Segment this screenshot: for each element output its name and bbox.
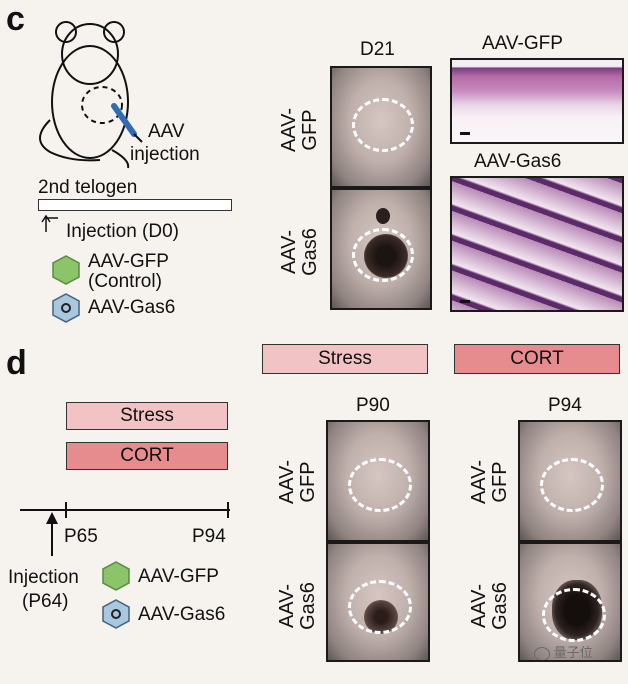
panel-c-letter: c (6, 0, 25, 38)
d-row-label-gfp-right: AAV- GFP (468, 447, 513, 517)
photo-d21-gfp (330, 66, 432, 188)
gfp-hexagon-icon (102, 561, 130, 591)
col-header-cort: CORT (454, 344, 620, 374)
timeline-axis (20, 502, 230, 556)
d-row-gas6-line1: AAV- (468, 583, 490, 629)
gfp-hexagon-icon (52, 255, 80, 285)
d-row-gas6-line2: Gas6 (489, 582, 511, 630)
injection-site-circle (540, 458, 604, 512)
injection-site-circle (542, 588, 606, 642)
injection-label-line1: Injection (8, 567, 79, 588)
col-header-cort-label: CORT (510, 348, 564, 369)
d-row-label-gfp-left: AAV- GFP (276, 447, 321, 517)
d-row-gfp-line1: AAV- (276, 459, 298, 505)
aav-injection-label-line1: AAV (148, 121, 185, 142)
histology-gfp (450, 58, 624, 144)
timepoint-p90: P90 (356, 395, 390, 416)
d-row-gas6-line2: Gas6 (297, 582, 319, 630)
c-row-gfp-line2: GFP (299, 109, 321, 151)
phase-label: 2nd telogen (38, 177, 138, 198)
c-row-gas6-line1: AAV- (278, 229, 300, 275)
watermark-logo-icon (534, 646, 550, 660)
injection-site-circle (348, 458, 412, 512)
mouse-illustration (39, 21, 143, 169)
photo-p90-gas6 (326, 542, 430, 662)
histo-title-gfp: AAV-GFP (482, 33, 563, 54)
d-row-label-gas6-left: AAV- Gas6 (276, 571, 321, 641)
timepoint-d21: D21 (360, 39, 395, 60)
stress-bar-label: Stress (120, 405, 174, 426)
timeline-start: P65 (64, 526, 98, 547)
injection-label-line2: (P64) (22, 591, 69, 612)
histology-gas6 (450, 176, 624, 312)
injection-site-circle (352, 98, 414, 152)
watermark: 量子位 (534, 642, 593, 660)
telogen-bar (38, 199, 232, 211)
c-row-gfp-line1: AAV- (278, 107, 300, 153)
legend-gas6: AAV-Gas6 (88, 297, 176, 318)
c-row-gas6-line2: Gas6 (299, 228, 321, 276)
legend-gfp-line1: AAV-GFP (88, 251, 169, 272)
injection-time-label: Injection (D0) (66, 221, 179, 242)
timepoint-p94: P94 (548, 395, 582, 416)
c-row-label-gas6: AAV- Gas6 (278, 217, 323, 287)
histo-title-gas6: AAV-Gas6 (474, 151, 562, 172)
stress-bar: Stress (66, 402, 228, 430)
scale-bar (460, 300, 470, 303)
d-legend-gfp: AAV-GFP (138, 566, 219, 587)
gas6-hexagon-icon (52, 293, 80, 323)
injection-arrow-icon (41, 214, 58, 232)
injection-site-circle (352, 228, 414, 282)
d-row-label-gas6-right: AAV- Gas6 (468, 571, 513, 641)
col-header-stress: Stress (262, 344, 428, 374)
cort-bar-label: CORT (120, 445, 174, 466)
photo-p94-gas6: 量子位 (518, 542, 622, 662)
panel-d-letter: d (6, 344, 27, 382)
cort-bar: CORT (66, 442, 228, 470)
scale-bar (460, 132, 470, 135)
legend-gfp-line2: (Control) (88, 271, 162, 292)
d-legend-gas6: AAV-Gas6 (138, 604, 226, 625)
photo-d21-gas6 (330, 188, 432, 310)
aav-injection-label-line2: injection (130, 144, 200, 165)
injection-site-circle (348, 580, 412, 634)
gas6-hexagon-icon (102, 599, 130, 629)
d-row-gfp-line2: GFP (489, 461, 511, 503)
col-header-stress-label: Stress (318, 348, 372, 369)
d-row-gfp-line2: GFP (297, 461, 319, 503)
watermark-text: 量子位 (553, 645, 593, 660)
c-row-label-gfp: AAV- GFP (278, 95, 323, 165)
d-row-gas6-line1: AAV- (276, 583, 298, 629)
timeline-end: P94 (192, 526, 226, 547)
hair-growth-patch-top (376, 208, 390, 224)
d-row-gfp-line1: AAV- (468, 459, 490, 505)
photo-p90-gfp (326, 420, 430, 542)
photo-p94-gfp (518, 420, 622, 542)
